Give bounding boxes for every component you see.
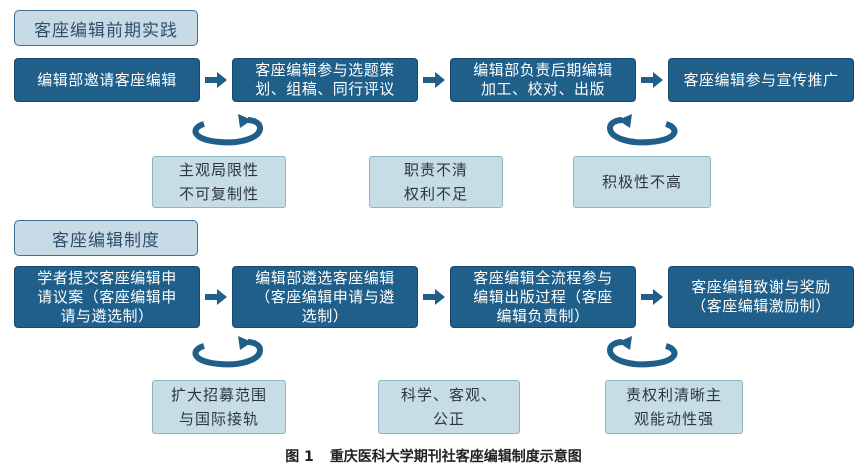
right-arrow-icon <box>423 72 445 88</box>
step-1-1: 编辑部邀请客座编辑 <box>14 58 200 102</box>
right-arrow-icon <box>423 289 445 305</box>
right-arrow-icon <box>205 72 227 88</box>
cycle-arrow-icon <box>192 114 264 146</box>
cycle-arrow-icon <box>192 336 264 368</box>
note-2-2: 科学、客观、 公正 <box>378 380 520 434</box>
figure-title: 重庆医科大学期刊社客座编辑制度示意图 <box>329 449 582 465</box>
right-arrow-icon <box>641 72 663 88</box>
step-1-2: 客座编辑参与选题策 划、组稿、同行评议 <box>232 58 418 102</box>
step-2-1: 学者提交客座编辑申 请议案（客座编辑申 请与遴选制） <box>14 266 200 328</box>
note-1-2: 职责不清 权利不足 <box>369 156 503 208</box>
step-1-4: 客座编辑参与宣传推广 <box>668 58 854 102</box>
step-1-3: 编辑部负责后期编辑 加工、校对、出版 <box>450 58 636 102</box>
cycle-arrow-icon <box>606 114 678 146</box>
note-1-3: 积极性不高 <box>573 156 711 208</box>
section-label-system: 客座编辑制度 <box>14 220 198 256</box>
cycle-arrow-icon <box>606 336 678 368</box>
right-arrow-icon <box>205 289 227 305</box>
step-2-4: 客座编辑致谢与奖励 （客座编辑激励制） <box>668 266 854 328</box>
figure-caption: 图 1 重庆医科大学期刊社客座编辑制度示意图 <box>0 446 867 466</box>
step-2-3: 客座编辑全流程参与 编辑出版过程（客座 编辑负责制） <box>450 266 636 328</box>
right-arrow-icon <box>641 289 663 305</box>
figure-number: 图 1 <box>285 449 314 465</box>
note-1-1: 主观局限性 不可复制性 <box>152 156 286 208</box>
step-2-2: 编辑部遴选客座编辑 （客座编辑申请与遴 选制） <box>232 266 418 328</box>
note-2-3: 责权利清晰主 观能动性强 <box>605 380 743 434</box>
note-2-1: 扩大招募范围 与国际接轨 <box>152 380 286 434</box>
section-label-pre-practice: 客座编辑前期实践 <box>14 10 198 46</box>
